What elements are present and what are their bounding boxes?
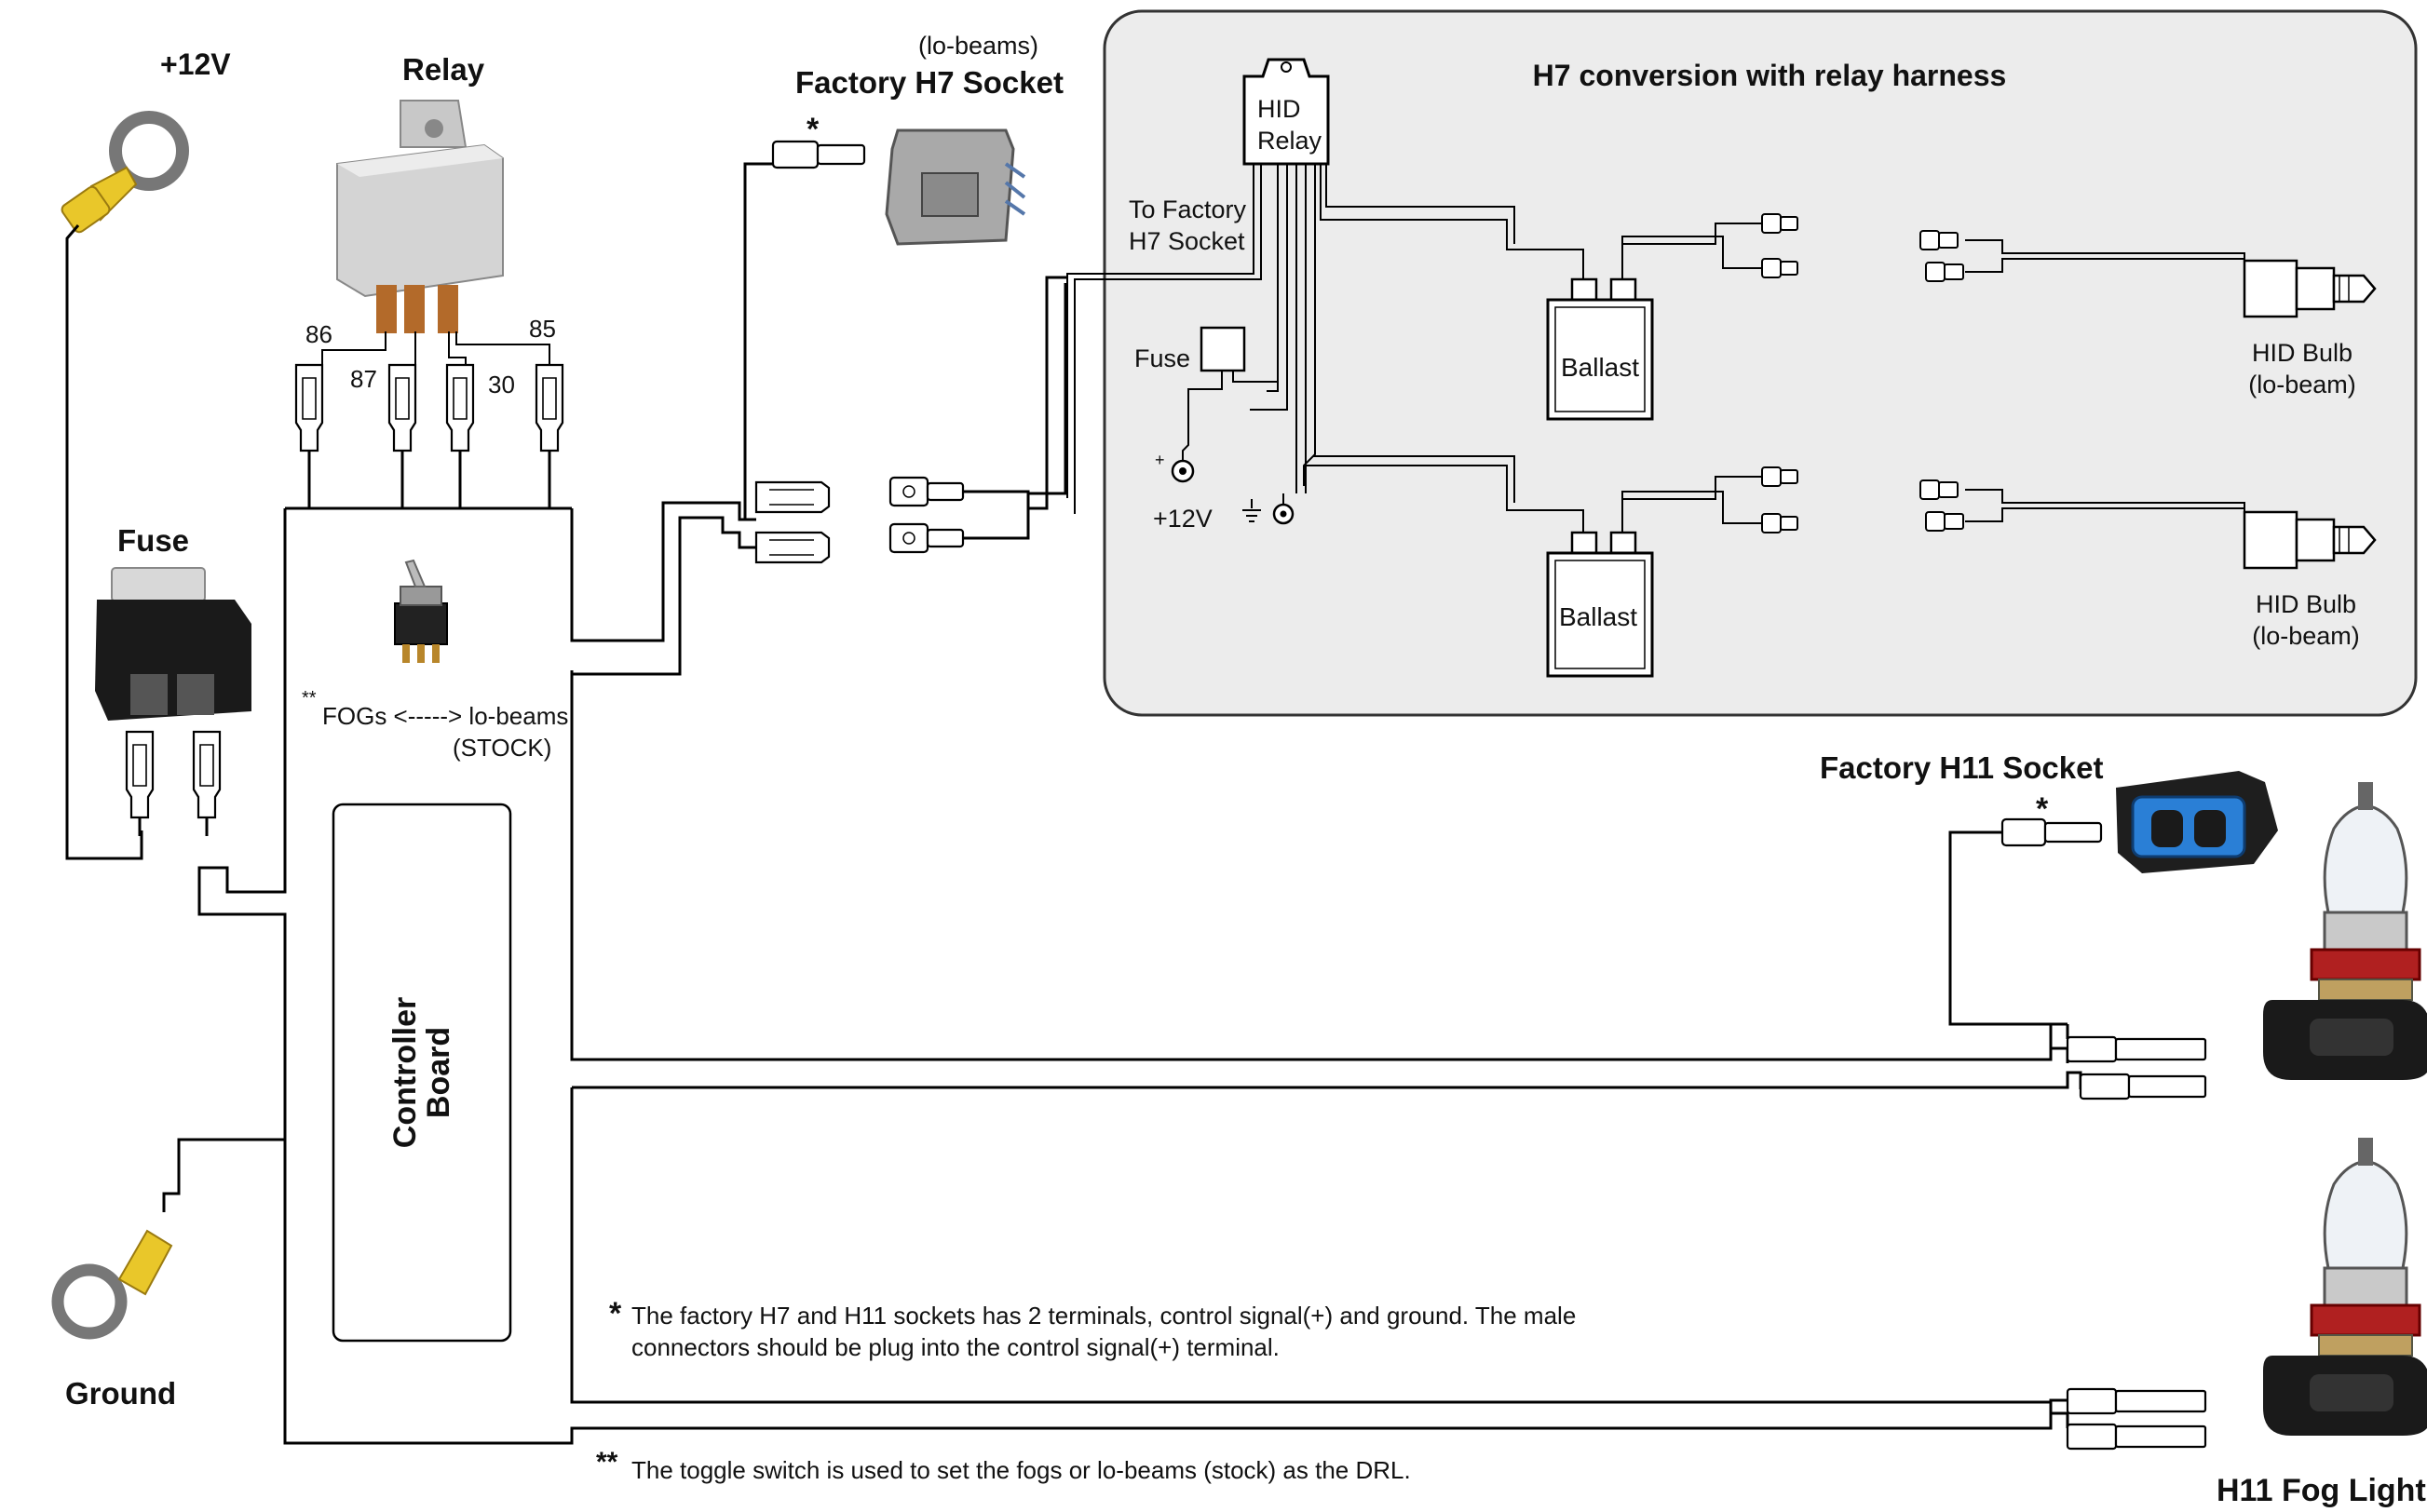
hid-bulb-upper: HID Bulb (lo-beam): [2243, 259, 2377, 398]
svg-text:The toggle switch is used to s: The toggle switch is used to set the fog…: [631, 1456, 1411, 1484]
svg-text:85: 85: [529, 315, 556, 343]
hid-bulb-lower: HID Bulb (lo-beam): [2243, 510, 2377, 650]
svg-text:30: 30: [488, 371, 515, 398]
svg-text:HID Bulb: HID Bulb: [2252, 339, 2352, 367]
factory-h11-label: Factory H11 Socket: [1820, 750, 2103, 785]
ballast-lower: Ballast: [1546, 531, 1654, 678]
svg-text:**: **: [302, 688, 317, 709]
svg-text:86: 86: [305, 320, 332, 348]
svg-text:H7 Socket: H7 Socket: [1129, 227, 1245, 255]
factory-h11-socket: Factory H11 Socket *: [1820, 750, 2278, 873]
h11-fog-lights-label: H11 Fog Lights: [2217, 1473, 2427, 1508]
h7-harness-connectors: [754, 476, 1030, 564]
svg-text:+: +: [1155, 451, 1165, 469]
controller-board: Controller Board: [332, 803, 512, 1343]
main-fuse: Fuse: [95, 523, 251, 838]
svg-text:Controller: Controller: [387, 997, 423, 1148]
svg-text:Relay: Relay: [1257, 127, 1322, 155]
toggle-switch[interactable]: ** FOGs <-----> lo-beams (STOCK): [302, 559, 568, 762]
svg-text:HID: HID: [1257, 95, 1301, 123]
fuse-label: Fuse: [117, 523, 189, 558]
h11-fog-bulb-lower: [2261, 1136, 2427, 1438]
switch-label: FOGs <-----> lo-beams: [322, 702, 568, 730]
svg-text:Ballast: Ballast: [1561, 353, 1639, 382]
h7-conversion-inset: H7 conversion with relay harness HID Rel…: [1066, 9, 2418, 717]
inset-bulb-plugs: [1919, 230, 1964, 532]
plus12v-terminal: +12V: [61, 47, 231, 860]
svg-text:+12V: +12V: [1153, 505, 1213, 533]
svg-text:(lo-beams): (lo-beams): [918, 32, 1038, 60]
svg-text:(lo-beam): (lo-beam): [2252, 622, 2360, 650]
ground-label: Ground: [65, 1376, 176, 1411]
relay-label: Relay: [402, 52, 485, 87]
svg-text:Ballast: Ballast: [1559, 602, 1637, 631]
ground-terminal: Ground: [51, 1229, 176, 1411]
h11-lower-connectors: [2066, 1387, 2207, 1451]
svg-text:87: 87: [350, 365, 377, 393]
svg-text:*: *: [609, 1296, 622, 1331]
footnote-2: ** The toggle switch is used to set the …: [596, 1447, 1411, 1484]
factory-h7-label: Factory H7 Socket: [795, 65, 1064, 100]
svg-text:Board: Board: [421, 1027, 456, 1118]
footnote-1: * The factory H7 and H11 sockets has 2 t…: [609, 1296, 1576, 1361]
svg-text:The factory H7 and H11 sockets: The factory H7 and H11 sockets has 2 ter…: [631, 1302, 1576, 1330]
ballast-upper: Ballast: [1546, 277, 1654, 421]
h11-fog-bulb-upper: [2261, 780, 2427, 1082]
hid-relay: HID Relay: [1242, 58, 1330, 166]
plus12v-label: +12V: [160, 47, 231, 81]
svg-text:*: *: [2036, 791, 2049, 827]
svg-text:Fuse: Fuse: [1134, 344, 1190, 372]
relay: Relay 86 87 30 85: [294, 52, 564, 471]
inset-ground-symbol: [1242, 493, 1295, 525]
svg-text:(STOCK): (STOCK): [453, 734, 551, 762]
factory-h7-socket: (lo-beams) Factory H7 Socket *: [771, 32, 1064, 246]
svg-text:HID Bulb: HID Bulb: [2256, 590, 2356, 618]
inset-to-factory-label: To Factory H7 Socket: [1129, 196, 1247, 255]
svg-text:**: **: [596, 1447, 618, 1478]
h11-upper-connectors: [2066, 1035, 2207, 1100]
svg-text:(lo-beam): (lo-beam): [2248, 371, 2356, 398]
inset-fuse: Fuse + +12V: [1134, 326, 1278, 533]
svg-text:connectors should be plug into: connectors should be plug into the contr…: [631, 1333, 1280, 1361]
inset-title: H7 conversion with relay harness: [1533, 59, 2007, 92]
svg-text:*: *: [807, 112, 820, 147]
svg-text:To Factory: To Factory: [1129, 196, 1247, 223]
